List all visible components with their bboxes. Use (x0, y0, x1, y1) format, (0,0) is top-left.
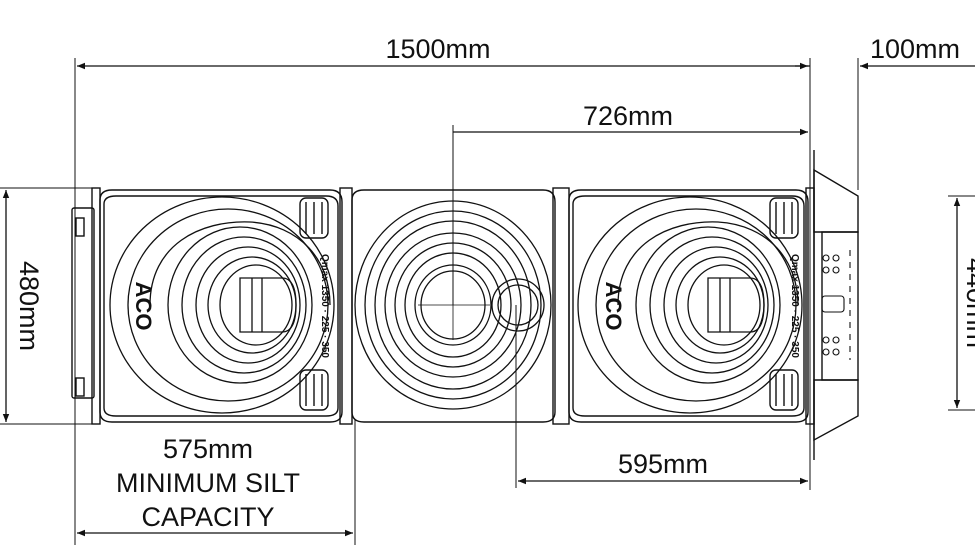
label-inner-height: 440mm (961, 258, 975, 348)
side-marking-right: Qmax 1350 · 225 · 350 (789, 254, 800, 358)
label-silt-line2: CAPACITY (141, 502, 274, 532)
brand-logo-left: ACO (131, 282, 156, 331)
dimension-lines (0, 58, 975, 545)
label-silt-length: 575mm (163, 434, 253, 464)
label-overall-length: 1500mm (385, 34, 490, 64)
label-flange: 100mm (870, 34, 960, 64)
label-height: 480mm (14, 261, 44, 351)
outlet-hole-pattern (821, 250, 851, 360)
dimension-labels: 1500mm 100mm 726mm 595mm 575mm MINIMUM S… (14, 34, 975, 532)
unit-body (71, 150, 859, 460)
side-marking-left: Qmax 1350 · 225 · 350 (319, 254, 330, 358)
brand-logo-right: ACO (601, 282, 626, 331)
centre-chamber (354, 200, 552, 410)
right-chamber (577, 196, 803, 414)
left-chamber (109, 196, 335, 414)
label-from-centre: 595mm (618, 449, 708, 479)
label-silt-line1: MINIMUM SILT (116, 468, 300, 498)
label-to-centre: 726mm (583, 101, 673, 131)
